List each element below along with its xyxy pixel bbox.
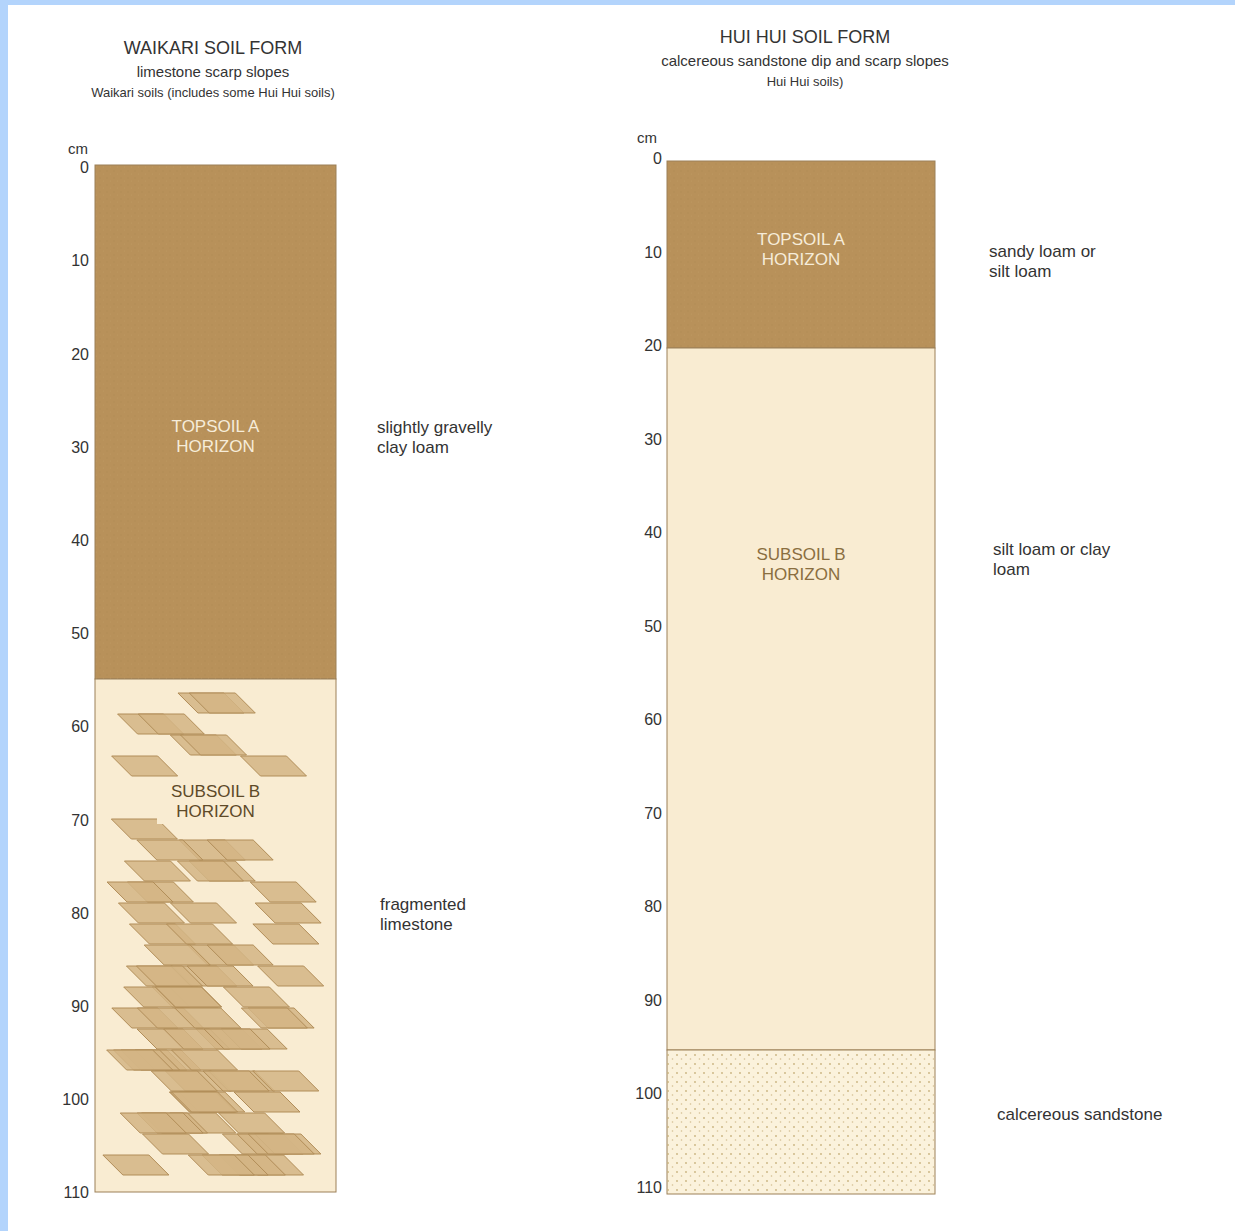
soil-description: slightly gravelly clay loam	[377, 418, 527, 459]
horizon-name: TOPSOIL A HORIZON	[161, 417, 271, 458]
soil-horizon: TOPSOIL A HORIZONslightly gravelly clay …	[95, 165, 336, 679]
depth-tick: 40	[71, 532, 89, 550]
soil-band	[95, 679, 336, 1192]
depth-tick: 80	[71, 905, 89, 923]
depth-tick: 0	[80, 159, 89, 177]
column-title: Waikari soils (includes some Hui Hui soi…	[91, 86, 335, 100]
soil-description: sandy loam or silt loam	[989, 242, 1117, 283]
horizon-name: SUBSOIL B HORIZON	[157, 780, 275, 825]
soil-description: silt loam or clay loam	[993, 540, 1111, 581]
depth-tick: 70	[644, 805, 662, 823]
depth-tick: 50	[644, 618, 662, 636]
depth-tick: 70	[71, 812, 89, 830]
depth-tick: 110	[636, 1179, 662, 1197]
horizon-name: SUBSOIL B HORIZON	[746, 545, 856, 586]
soil-description: calcereous sandstone	[997, 1105, 1162, 1125]
depth-tick: 110	[63, 1184, 89, 1202]
soil-horizon: SUBSOIL B HORIZONfragmented limestone	[95, 679, 336, 1192]
soil-band	[667, 1050, 935, 1194]
depth-tick: 20	[71, 346, 89, 364]
soil-band	[667, 348, 935, 1050]
depth-tick: 100	[62, 1091, 89, 1109]
soil-horizon: SUBSOIL B HORIZONsilt loam or clay loam	[667, 348, 935, 1050]
column-title: Hui Hui soils)	[767, 75, 844, 89]
depth-tick: 10	[644, 244, 662, 262]
column-title: WAIKARI SOIL FORM	[124, 39, 303, 59]
unit-label: cm	[637, 130, 657, 147]
depth-tick: 90	[71, 998, 89, 1016]
depth-tick: 0	[653, 150, 662, 168]
soil-horizon: calcereous sandstone	[667, 1050, 935, 1194]
depth-tick: 40	[644, 524, 662, 542]
soil-band	[95, 165, 336, 679]
column-title: HUI HUI SOIL FORM	[720, 28, 890, 48]
depth-tick: 60	[644, 711, 662, 729]
depth-tick: 20	[644, 337, 662, 355]
depth-tick: 30	[71, 439, 89, 457]
depth-tick: 10	[71, 252, 89, 270]
column-title: calcereous sandstone dip and scarp slope…	[661, 53, 949, 70]
horizon-name: TOPSOIL A HORIZON	[746, 230, 856, 271]
depth-tick: 90	[644, 992, 662, 1010]
limestone-fragments	[103, 679, 324, 1175]
column-title: limestone scarp slopes	[137, 64, 290, 81]
depth-tick: 80	[644, 898, 662, 916]
depth-tick: 30	[644, 431, 662, 449]
unit-label: cm	[68, 141, 88, 158]
depth-tick: 50	[71, 625, 89, 643]
soil-band	[667, 161, 935, 348]
sandstone-stipple	[667, 1050, 935, 1194]
soil-texture	[667, 161, 935, 348]
soil-description: fragmented limestone	[380, 895, 495, 936]
soil-texture	[95, 165, 336, 679]
depth-tick: 100	[635, 1085, 662, 1103]
depth-tick: 60	[71, 718, 89, 736]
soil-horizon: TOPSOIL A HORIZONsandy loam or silt loam	[667, 161, 935, 348]
